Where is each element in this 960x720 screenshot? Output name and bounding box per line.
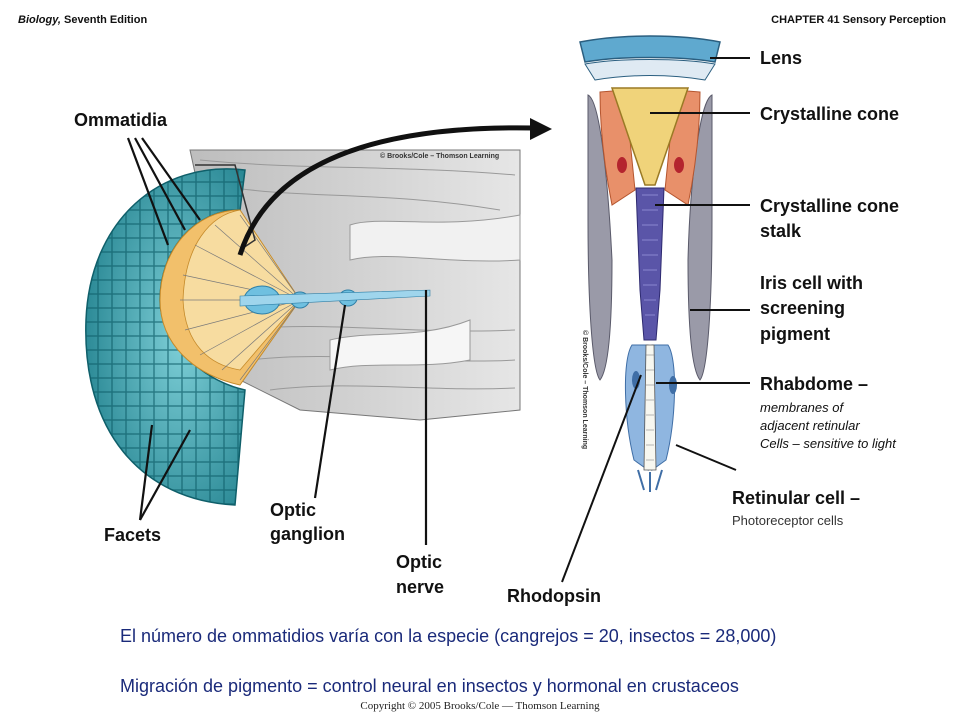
zoom-arrow <box>237 125 536 256</box>
label-rhabdome-desc-2: adjacent retinular <box>760 418 860 433</box>
header-book: Biology, <box>18 14 61 26</box>
compound-eye <box>85 164 301 506</box>
label-rhabdome-desc-3: Cells – sensitive to light <box>760 436 896 451</box>
vertical-credit: © Brooks/Cole – Thomson Learning <box>581 330 588 450</box>
label-iris-3: pigment <box>760 324 830 344</box>
label-crystalline-cone: Crystalline cone <box>760 104 900 124</box>
label-optic-nerve-2: nerve <box>396 577 445 597</box>
label-cone-stalk-2: stalk <box>760 221 802 241</box>
label-rhodopsin: Rhodopsin <box>507 586 601 606</box>
label-iris-2: screening <box>760 298 846 318</box>
head-tissue <box>189 149 521 421</box>
ommatidium-detail <box>579 35 721 492</box>
optic-ganglion <box>239 285 431 315</box>
label-iris-1: Iris cell with <box>760 273 864 293</box>
caption-line-1: El número de ommatidios varía con la esp… <box>120 626 777 646</box>
label-facets: Facets <box>104 525 162 545</box>
header-book-title: Biology, Seventh Edition <box>18 14 147 26</box>
header-chapter: CHAPTER 41 Sensory Perception <box>771 14 946 26</box>
label-lens: Lens <box>760 48 803 68</box>
label-rhabdome: Rhabdome – <box>760 374 869 394</box>
label-cone-stalk-1: Crystalline cone <box>760 196 900 216</box>
label-retinular-desc: Photoreceptor cells <box>732 513 844 528</box>
zoom-arrowhead <box>530 118 552 140</box>
label-ommatidia: Ommatidia <box>74 110 168 130</box>
figure-credit: © Brooks/Cole – Thomson Learning <box>380 153 500 160</box>
left-leader-lines <box>126 137 428 545</box>
caption-line-2: Migración de pigmento = control neural e… <box>120 676 739 696</box>
header-edition: Seventh Edition <box>64 14 148 26</box>
copyright-footer: Copyright © 2005 Brooks/Cole — Thomson L… <box>360 700 600 712</box>
label-optic-ganglion-2: ganglion <box>270 524 345 544</box>
label-rhabdome-desc-1: membranes of <box>760 400 844 415</box>
label-optic-nerve-1: Optic <box>396 552 443 572</box>
label-retinular: Retinular cell – <box>732 488 861 508</box>
label-optic-ganglion-1: Optic <box>270 500 317 520</box>
right-leader-lines <box>561 57 750 583</box>
